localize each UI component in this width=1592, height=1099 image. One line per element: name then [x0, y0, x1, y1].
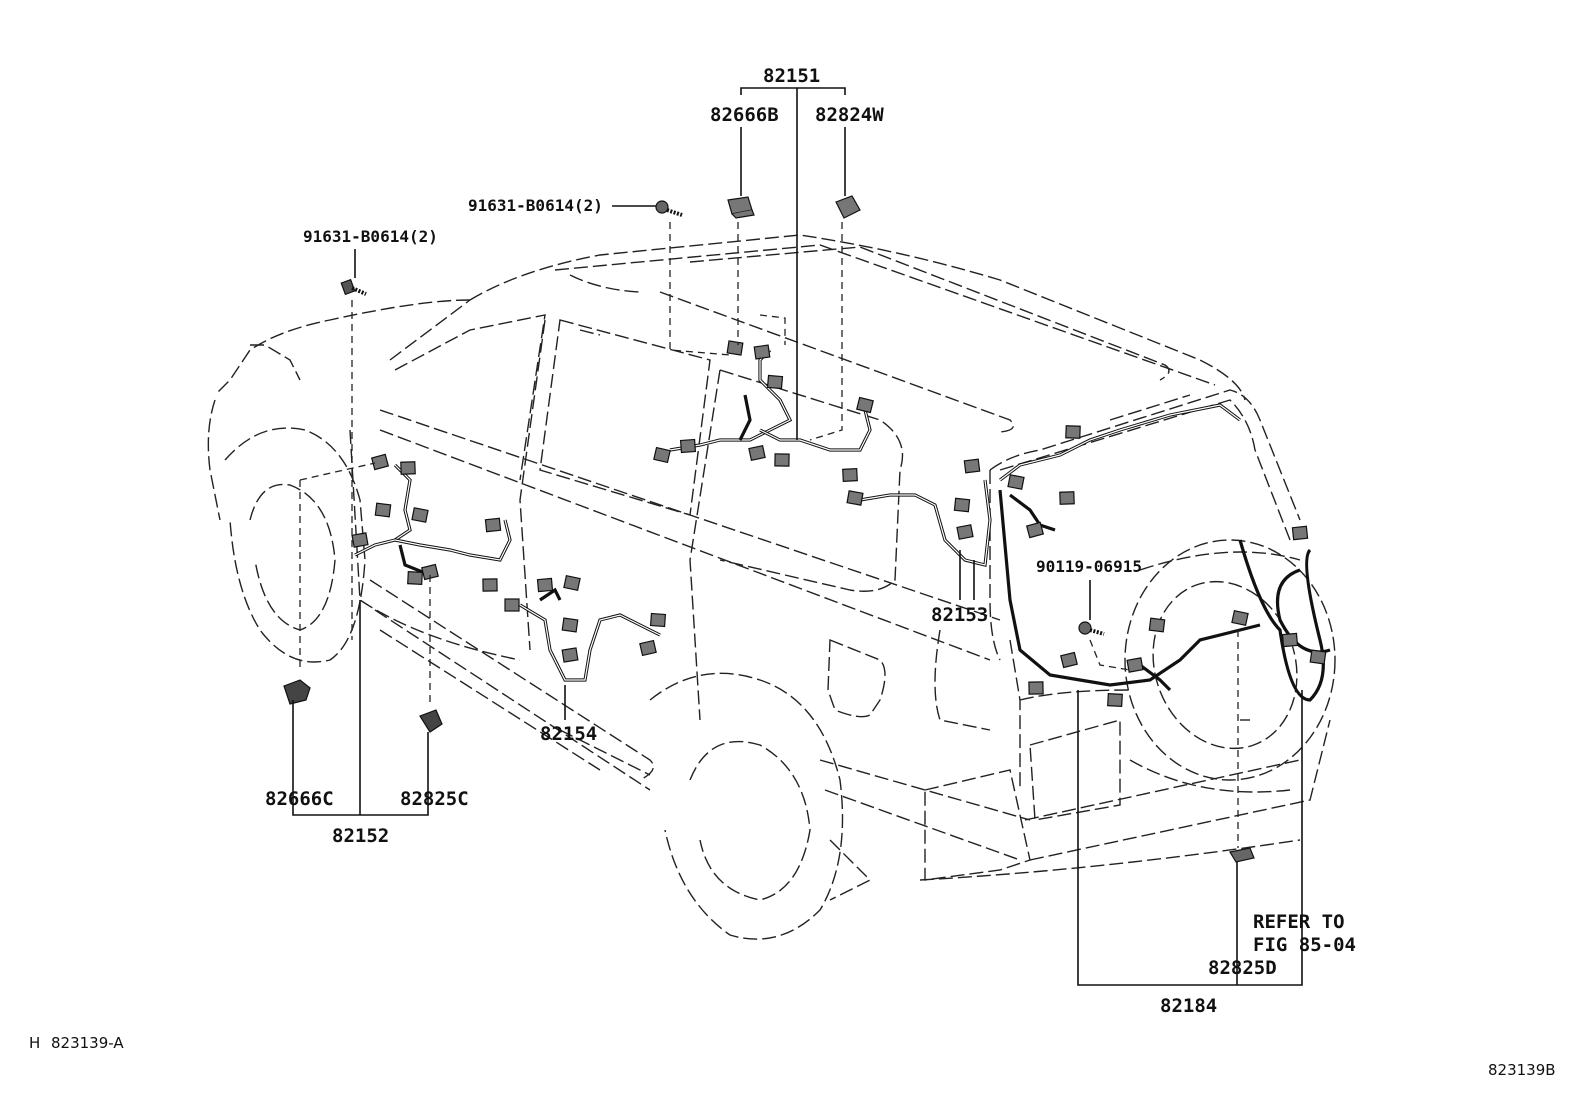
connector-part-82824w: [835, 195, 861, 219]
label-screw-rear: 90119-06915: [1036, 557, 1142, 576]
connector-block: [1059, 491, 1075, 505]
connector-block: [774, 453, 790, 467]
connector-block: [1126, 657, 1144, 673]
connector-block: [846, 490, 864, 506]
connector-block: [400, 461, 416, 475]
connector-block: [374, 502, 392, 518]
front-door-harness: [354, 463, 512, 577]
connector-block: [1291, 525, 1309, 541]
label-82825d: 82825D: [1208, 957, 1277, 979]
connector-block: [482, 578, 498, 592]
connector-block: [351, 532, 369, 548]
connector-block: [561, 647, 579, 663]
footer-code-left: 823139-A: [51, 1034, 124, 1052]
connector-block: [1065, 425, 1081, 439]
connector-block: [407, 571, 423, 585]
connector-block: [1007, 474, 1025, 490]
connector-block: [639, 639, 657, 657]
screw-icon-rear: [1078, 621, 1105, 636]
connector-block: [1025, 521, 1045, 539]
connector-block: [956, 524, 974, 540]
connector-block: [1231, 609, 1249, 627]
roof-harness: [669, 348, 872, 452]
connector-block: [856, 396, 874, 414]
connector-block: [679, 438, 697, 454]
footer: H 823139-A 823139B: [29, 1034, 1556, 1079]
vehicle-outline: [207, 234, 1336, 940]
connector-block: [1107, 693, 1123, 707]
connector-block: [1148, 617, 1166, 633]
part-labels: 82151 82666B 82824W 91631-B0614(2) 91631…: [265, 65, 1356, 1017]
connector-block: [748, 444, 766, 462]
connector-block: [411, 507, 429, 523]
connectors: [351, 340, 1327, 707]
label-82154: 82154: [540, 723, 597, 745]
connector-part-82666b: [727, 196, 755, 219]
connector-block: [561, 617, 579, 633]
connector-block: [370, 453, 390, 471]
connector-block: [963, 458, 981, 474]
rear-body-harness: [859, 479, 992, 567]
rear-door-harness: [519, 587, 661, 682]
label-82666c: 82666C: [265, 788, 334, 810]
connector-block: [1309, 649, 1327, 665]
connector-block: [1281, 632, 1299, 648]
connector-block: [421, 563, 439, 581]
connector-block: [726, 340, 744, 356]
label-bolt-top: 91631-B0614(2): [468, 196, 603, 215]
connector-block: [563, 574, 581, 592]
back-door-harness: [998, 403, 1331, 702]
connector-part-82825c: [419, 709, 443, 733]
bolt-icon-left: [340, 278, 367, 296]
connector-block: [1060, 651, 1078, 669]
connector-block: [753, 344, 771, 360]
callout-leaders: [292, 87, 1303, 986]
label-82153: 82153: [931, 604, 988, 626]
refer-fig-label: FIG 85-04: [1253, 934, 1356, 956]
connector-block: [536, 577, 554, 593]
connector-block: [653, 446, 671, 464]
label-82151: 82151: [763, 65, 820, 87]
connector-part-82825d: [1229, 847, 1255, 863]
label-82184: 82184: [1160, 995, 1217, 1017]
connector-block: [842, 468, 858, 482]
dashed-leaders: [299, 222, 1239, 848]
connector-block: [484, 517, 502, 533]
label-82152: 82152: [332, 825, 389, 847]
bolt-icon-top: [655, 200, 683, 217]
label-82824w: 82824W: [815, 104, 884, 126]
connector-block: [649, 612, 667, 628]
connector-block: [766, 374, 784, 390]
label-82825c: 82825C: [400, 788, 469, 810]
refer-to-label: REFER TO: [1253, 911, 1345, 933]
label-82666b: 82666B: [710, 104, 779, 126]
connector-part-82666c: [283, 679, 311, 705]
connector-block: [504, 598, 520, 612]
footer-prefix: H: [29, 1034, 40, 1052]
label-bolt-left: 91631-B0614(2): [303, 227, 438, 246]
footer-code-right: 823139B: [1488, 1061, 1556, 1079]
connector-block: [953, 497, 971, 513]
connector-block: [1028, 681, 1044, 695]
